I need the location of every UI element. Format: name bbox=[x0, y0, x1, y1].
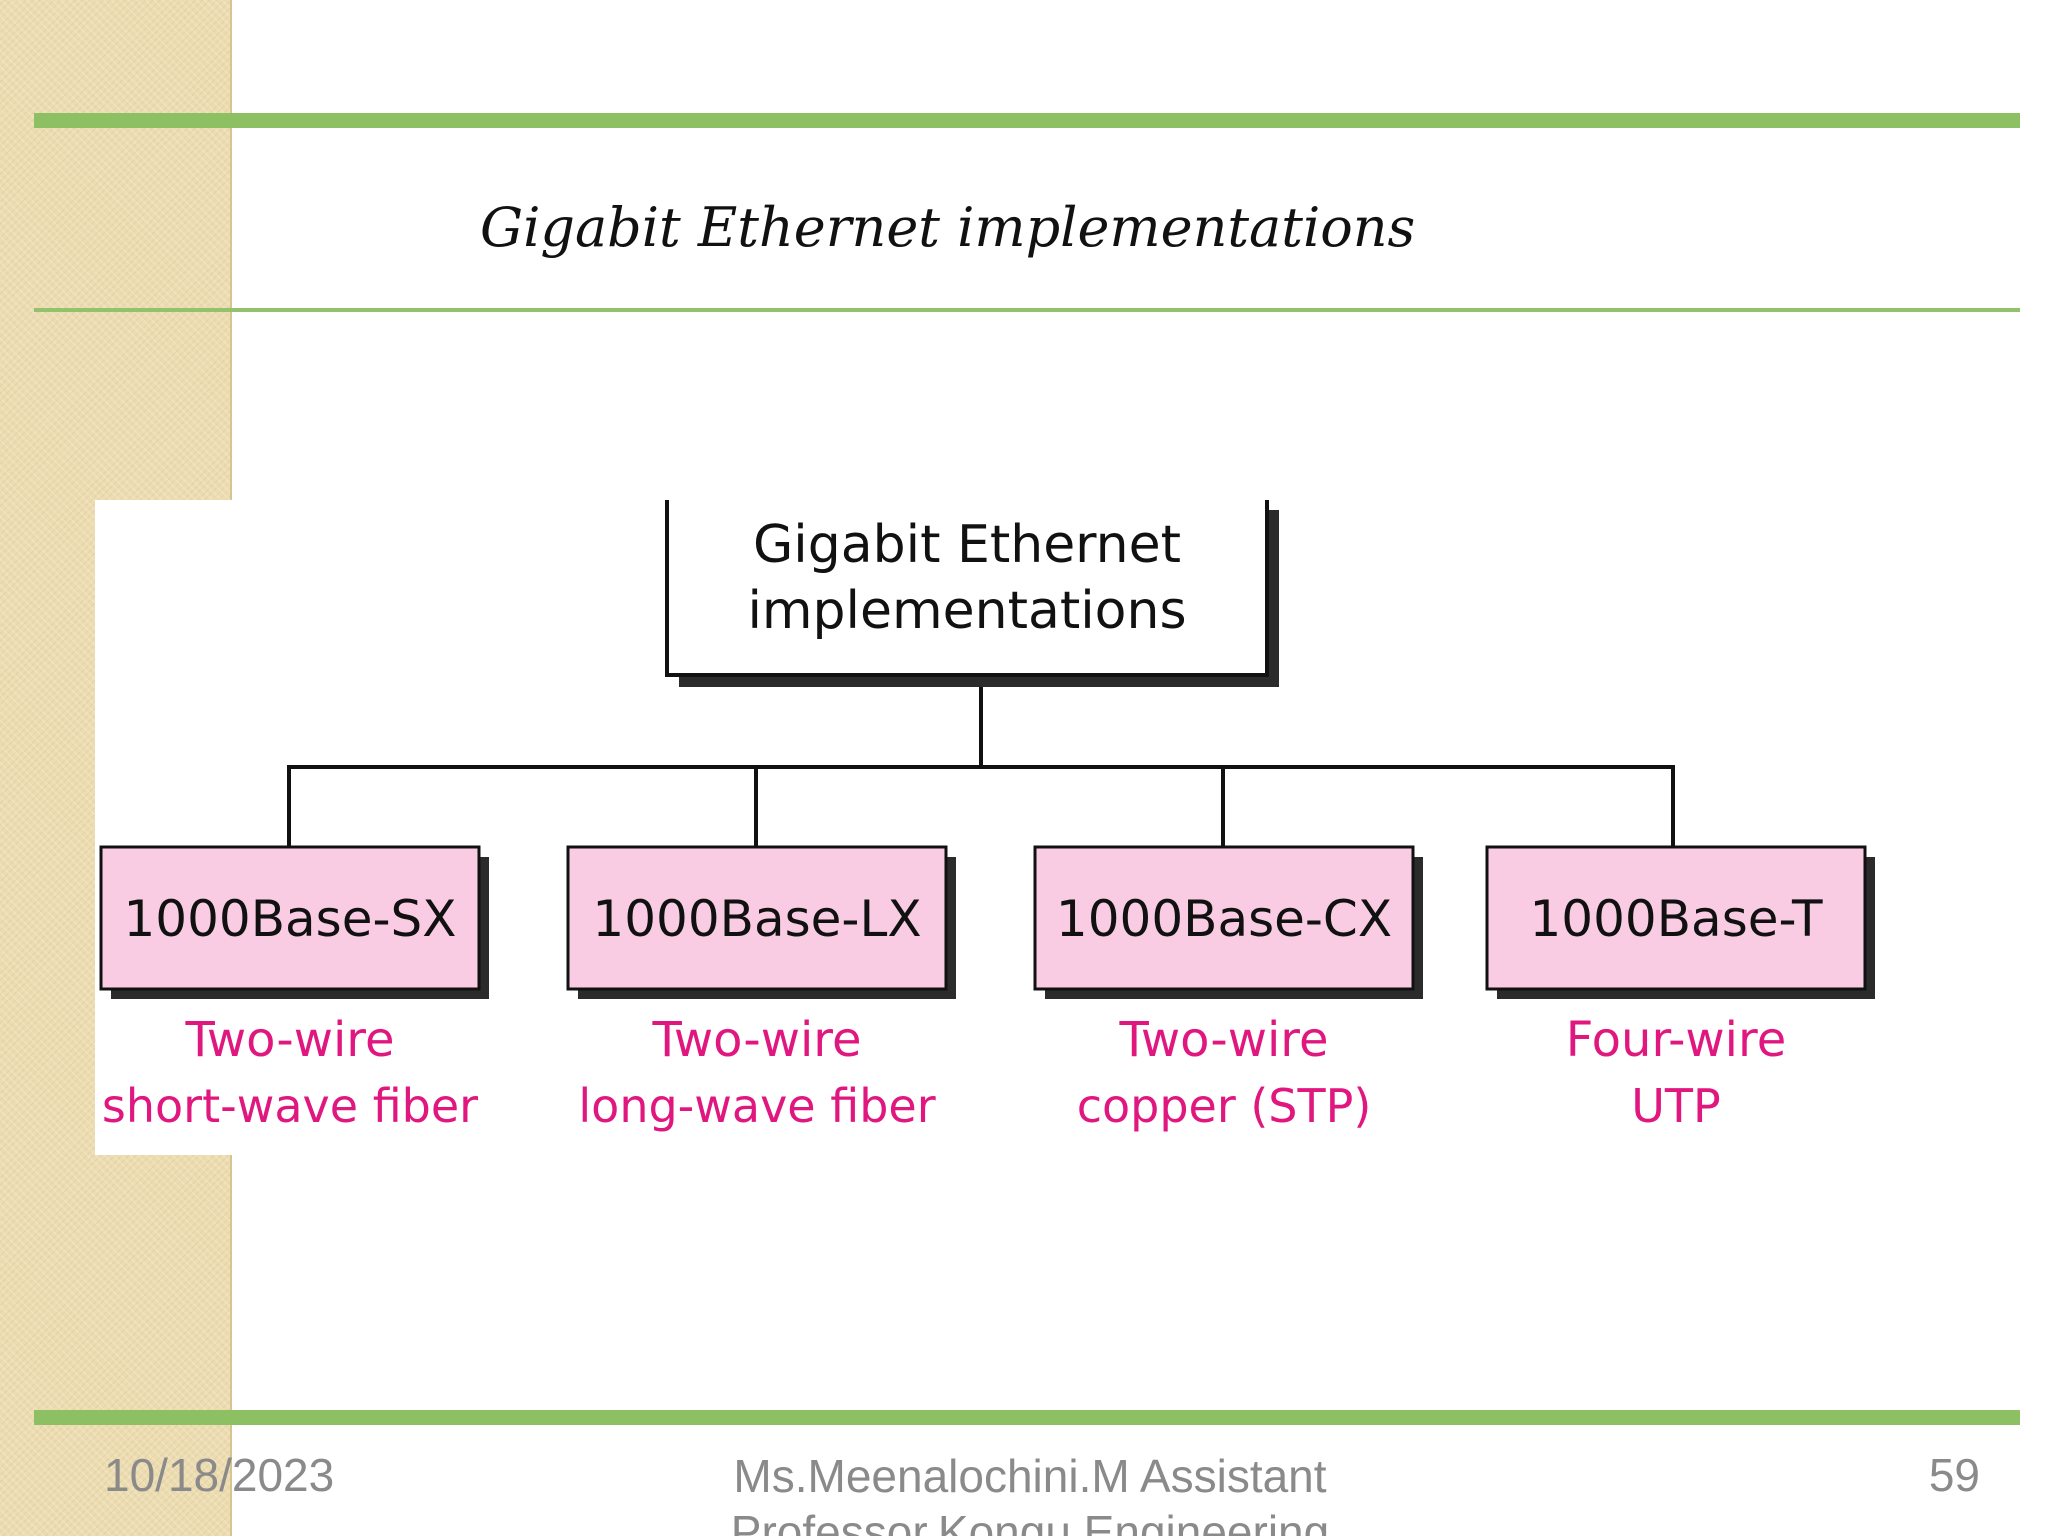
leaf-desc1-lx: Two-wire bbox=[651, 1012, 861, 1068]
leaf-label-t: 1000Base-T bbox=[1530, 890, 1823, 948]
leaf-desc1-sx: Two-wire bbox=[184, 1012, 394, 1068]
leaf-node-1000base-t: 1000Base-T Four-wire UTP bbox=[1485, 845, 1875, 1133]
root-node-line1: Gigabit Ethernet bbox=[753, 515, 1181, 575]
title-underline-rule bbox=[34, 308, 2020, 312]
diagram-panel: Gigabit Ethernet implementations 1000Bas… bbox=[95, 500, 1945, 1155]
leaf-node-1000base-lx: 1000Base-LX Two-wire long-wave fiber bbox=[566, 845, 956, 1133]
leaf-desc2-lx: long-wave fiber bbox=[578, 1079, 935, 1133]
leaf-box bbox=[1033, 845, 1415, 991]
hierarchy-diagram: Gigabit Ethernet implementations 1000Bas… bbox=[99, 500, 1875, 1133]
leaf-box bbox=[99, 845, 481, 991]
leaf-node-1000base-sx: 1000Base-SX Two-wire short-wave fiber bbox=[99, 845, 489, 1133]
bottom-accent-rule bbox=[34, 1410, 2020, 1425]
page-number: 59 bbox=[1928, 1449, 1980, 1501]
leaf-label-sx: 1000Base-SX bbox=[123, 890, 456, 948]
root-node: Gigabit Ethernet implementations bbox=[665, 500, 1279, 687]
leaf-label-cx: 1000Base-CX bbox=[1056, 890, 1392, 948]
footer-author: Ms.Meenalochini.M Assistant Professor,Ko… bbox=[730, 1450, 1330, 1536]
leaf-label-lx: 1000Base-LX bbox=[592, 890, 921, 948]
top-accent-rule bbox=[34, 113, 2020, 128]
leaf-desc2-sx: short-wave fiber bbox=[102, 1079, 478, 1133]
root-node-box bbox=[665, 500, 1269, 677]
footer-date: 10/18/2023 bbox=[104, 1449, 335, 1501]
slide-title: Gigabit Ethernet implementations bbox=[480, 196, 1416, 259]
leaf-desc1-cx: Two-wire bbox=[1118, 1012, 1328, 1068]
leaf-box bbox=[1485, 845, 1867, 991]
leaf-desc2-cx: copper (STP) bbox=[1077, 1079, 1372, 1133]
leaf-box bbox=[566, 845, 948, 991]
leaf-desc2-t: UTP bbox=[1631, 1079, 1721, 1133]
leaf-desc1-t: Four-wire bbox=[1566, 1012, 1786, 1068]
leaf-node-1000base-cx: 1000Base-CX Two-wire copper (STP) bbox=[1033, 845, 1423, 1133]
root-node-line2: implementations bbox=[747, 581, 1186, 641]
